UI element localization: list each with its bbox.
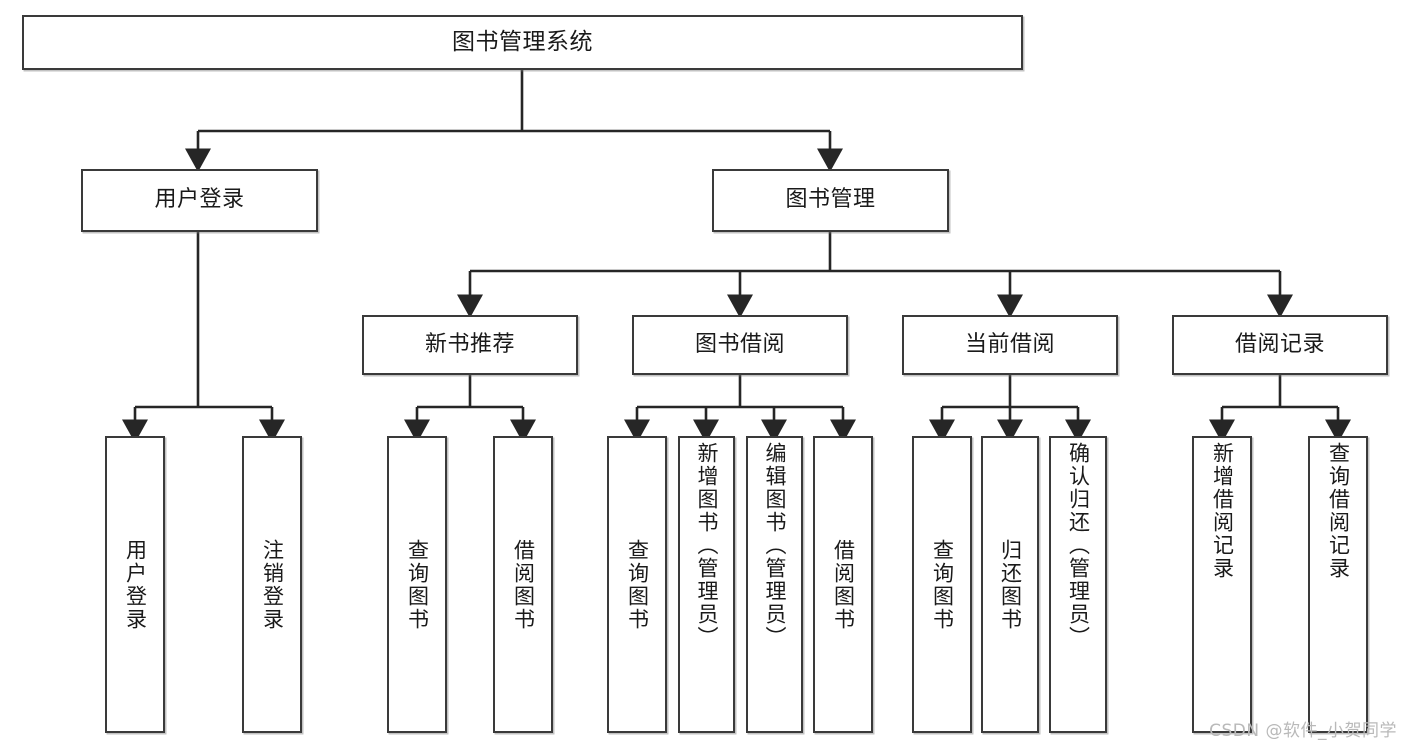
node-leaf-borrow-book-2-label: 借阅图书 — [831, 538, 856, 631]
node-leaf-return-book[interactable]: 归还图书 — [981, 436, 1039, 733]
node-new-book-recommend-label: 新书推荐 — [424, 331, 515, 357]
node-root[interactable]: 图书管理系统 — [22, 15, 1023, 70]
node-leaf-logout[interactable]: 注销登录 — [242, 436, 302, 733]
node-user-login[interactable]: 用户登录 — [81, 169, 318, 232]
node-leaf-logout-label: 注销登录 — [260, 538, 285, 631]
node-current-borrow[interactable]: 当前借阅 — [902, 315, 1118, 375]
node-user-login-label: 用户登录 — [154, 187, 245, 213]
node-leaf-add-record[interactable]: 新增借阅记录 — [1192, 436, 1252, 733]
node-leaf-borrow-book-2[interactable]: 借阅图书 — [813, 436, 873, 733]
node-leaf-query-record-label: 查询借阅记录 — [1326, 442, 1351, 580]
node-leaf-user-login[interactable]: 用户登录 — [105, 436, 165, 733]
node-leaf-query-book-2[interactable]: 查询图书 — [607, 436, 667, 733]
node-book-borrow[interactable]: 图书借阅 — [632, 315, 848, 375]
node-leaf-query-record[interactable]: 查询借阅记录 — [1308, 436, 1368, 733]
node-leaf-query-book-1-label: 查询图书 — [405, 538, 430, 631]
node-leaf-add-book-label: 新增图书（管理员） — [695, 442, 719, 649]
node-new-book-recommend[interactable]: 新书推荐 — [362, 315, 578, 375]
node-leaf-query-book-3[interactable]: 查询图书 — [912, 436, 972, 733]
node-leaf-return-book-label: 归还图书 — [998, 538, 1023, 631]
node-leaf-query-book-1[interactable]: 查询图书 — [387, 436, 447, 733]
node-leaf-add-record-label: 新增借阅记录 — [1210, 442, 1235, 580]
node-book-manage[interactable]: 图书管理 — [712, 169, 949, 232]
node-leaf-confirm-return[interactable]: 确认归还（管理员） — [1049, 436, 1107, 733]
node-leaf-query-book-3-label: 查询图书 — [930, 538, 955, 631]
node-leaf-borrow-book-1[interactable]: 借阅图书 — [493, 436, 553, 733]
node-borrow-record[interactable]: 借阅记录 — [1172, 315, 1388, 375]
node-book-borrow-label: 图书借阅 — [694, 331, 785, 357]
node-root-label: 图书管理系统 — [452, 28, 593, 55]
node-leaf-confirm-return-label: 确认归还（管理员） — [1066, 442, 1091, 649]
node-leaf-query-book-2-label: 查询图书 — [625, 538, 650, 631]
node-leaf-user-login-label: 用户登录 — [123, 538, 148, 631]
node-book-manage-label: 图书管理 — [785, 187, 876, 213]
node-current-borrow-label: 当前借阅 — [964, 331, 1055, 357]
node-leaf-borrow-book-1-label: 借阅图书 — [511, 538, 536, 631]
node-leaf-edit-book[interactable]: 编辑图书（管理员） — [746, 436, 803, 733]
node-leaf-edit-book-label: 编辑图书（管理员） — [763, 442, 787, 649]
node-borrow-record-label: 借阅记录 — [1234, 331, 1325, 357]
watermark: CSDN @软件_小贺同学 — [1209, 721, 1397, 741]
node-leaf-add-book[interactable]: 新增图书（管理员） — [678, 436, 735, 733]
